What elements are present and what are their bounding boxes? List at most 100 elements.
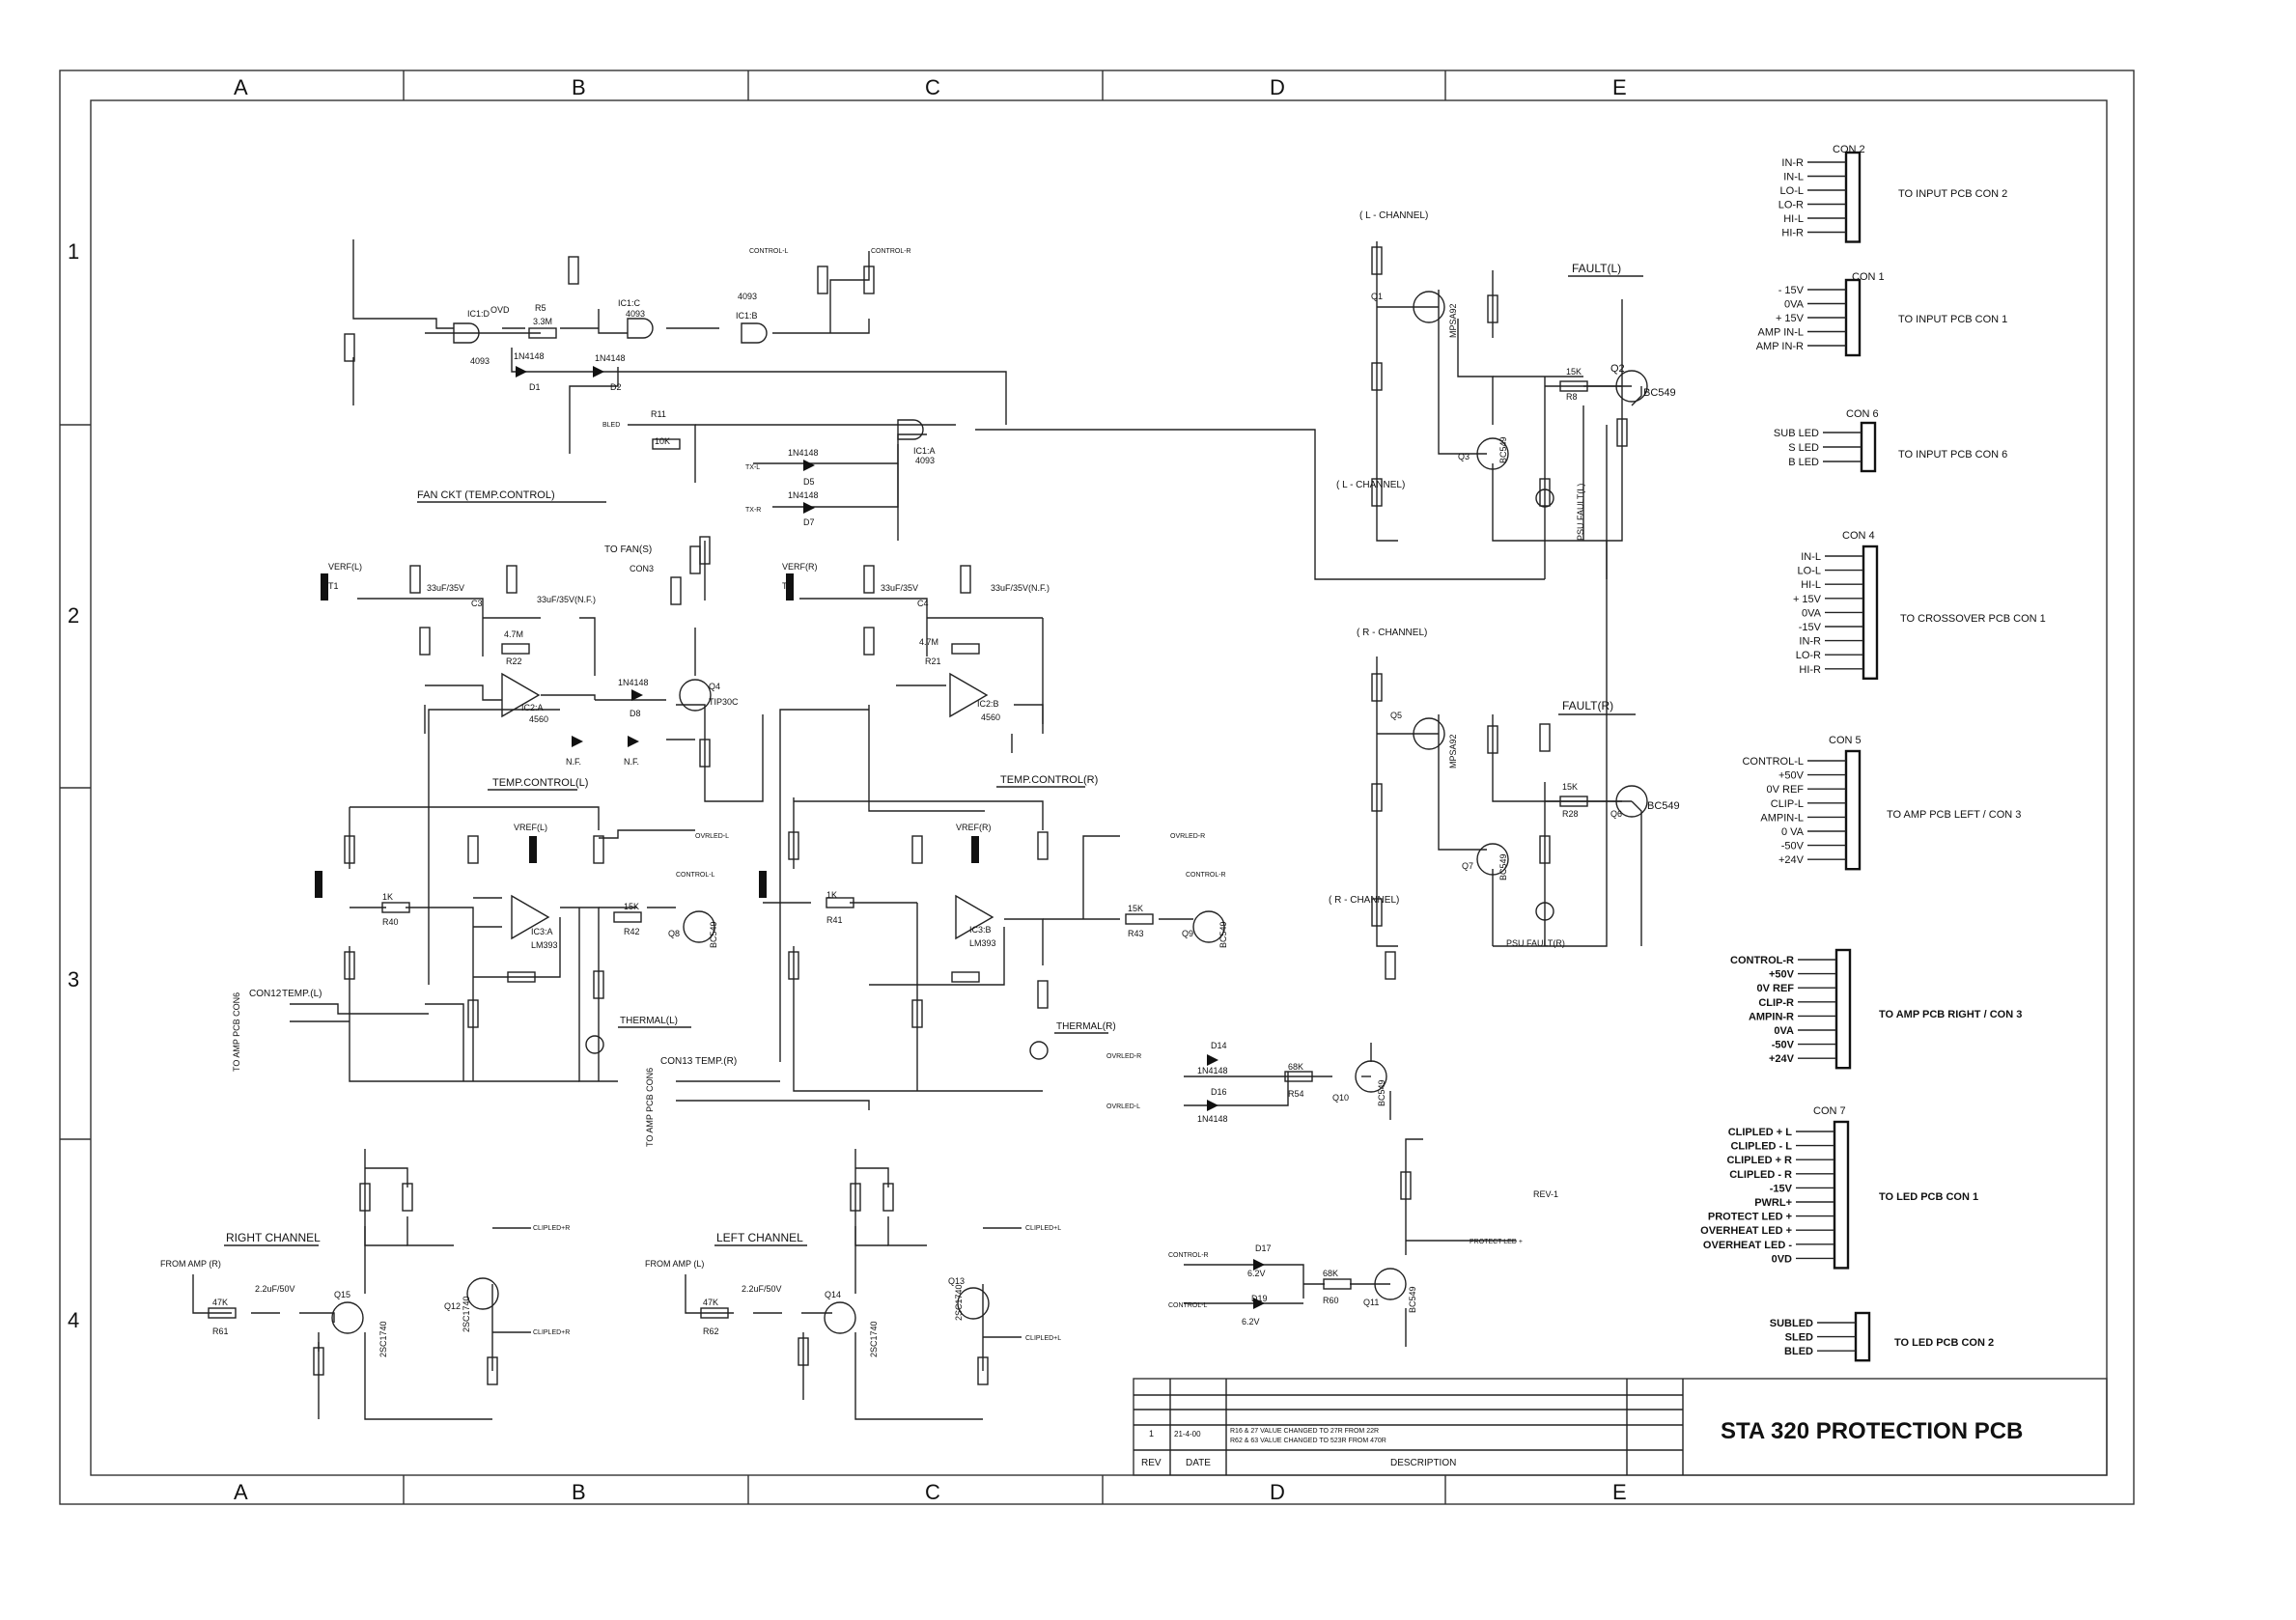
connector-destination: TO CROSSOVER PCB CON 1 [1900, 613, 2046, 625]
connector-destination: TO LED PCB CON 1 [1879, 1191, 1978, 1203]
label-vref-l: VREF(L) [514, 823, 547, 832]
label-control-r-net-q9: CONTROL-R [1186, 872, 1226, 879]
label-bled-net: BLED [602, 422, 620, 429]
connector-body [1834, 948, 1852, 1070]
connector-pin-label: 0 VA [1781, 826, 1805, 838]
label-clipled-l-bottom: CLIPLED+L [1025, 1335, 1061, 1342]
row-label-2: 2 [68, 603, 79, 628]
connector-pin-label: CLIP-L [1771, 798, 1804, 810]
connector-pin-label: LO-R [1796, 650, 1821, 661]
connector-name: CON 4 [1842, 530, 1875, 542]
connector-pin-label: AMPIN-R [1749, 1011, 1794, 1022]
connector-pin-label: IN-R [1799, 636, 1821, 648]
resistor [1037, 831, 1049, 860]
row-label-3: 3 [68, 967, 79, 992]
label-vref-r: VREF(R) [956, 823, 992, 832]
label-r8-value: 15K [1566, 367, 1582, 377]
connector-pin-label: +24V [1769, 1053, 1795, 1065]
inner-frame [90, 99, 2108, 1476]
label-c3-value: 33uF/35V [427, 583, 464, 593]
resistor [863, 627, 875, 656]
connector-pin-label: + 15V [1776, 313, 1805, 324]
label-mpsa92-q5: MPSA92 [1448, 734, 1458, 768]
resistor [1125, 913, 1154, 925]
diode [1253, 1259, 1265, 1271]
diode [572, 736, 583, 747]
label-r22: R22 [506, 656, 522, 666]
label-temp-l-connector: TEMP.(L) [282, 989, 322, 999]
resistor [1539, 723, 1551, 752]
resistor [419, 627, 431, 656]
connector-pin-label: CONTROL-L [1742, 756, 1804, 768]
connector-destination: TO LED PCB CON 2 [1894, 1337, 1994, 1349]
label-t2: T2 [782, 581, 793, 591]
label-ic1a: IC1:A [913, 446, 936, 456]
label-r42: R42 [624, 927, 640, 936]
col-label-d-top: D [1270, 75, 1285, 99]
label-thermal-r: THERMAL(R) [1056, 1021, 1116, 1032]
connector-pin-label: 0VD [1772, 1253, 1792, 1265]
label-control-r-protect: CONTROL-R [1168, 1252, 1209, 1259]
label-1n4148-d2: 1N4148 [595, 353, 626, 363]
label-q11: Q11 [1363, 1298, 1379, 1307]
connector-pin-label: - 15V [1778, 285, 1805, 296]
connector-pin-label: IN-L [1783, 172, 1804, 183]
connector-4: IN-LLO-LHI-L+ 15V0VA-15VIN-RLO-RHI-RCON … [1793, 530, 2046, 681]
resistor [700, 1307, 729, 1319]
label-r28: R28 [1562, 809, 1579, 819]
resistor [1539, 835, 1551, 864]
thermistor [529, 836, 537, 863]
label-r21: R21 [925, 656, 941, 666]
label-temp-control-r: TEMP.CONTROL(R) [1000, 774, 1098, 786]
connector-pin-label: -50V [1772, 1040, 1795, 1051]
label-q4: Q4 [709, 682, 720, 691]
resistor [593, 970, 604, 999]
connector-pin-label: HI-L [1801, 579, 1821, 591]
label-r61: R61 [212, 1327, 229, 1336]
connector-pin-label: AMP IN-L [1758, 327, 1804, 339]
nand-gate [897, 419, 924, 440]
label-tx-l-net: TX-L [745, 464, 760, 471]
resistor [951, 643, 980, 655]
label-ic1d: IC1:D [467, 309, 490, 319]
connector-pin-label: S LED [1788, 442, 1819, 454]
col-label-e-top: E [1612, 75, 1627, 99]
label-fan-circuit: FAN CKT (TEMP.CONTROL) [417, 489, 555, 501]
label-temp-control-l: TEMP.CONTROL(L) [492, 777, 588, 789]
resistor [208, 1307, 237, 1319]
label-r40-value: 1K [382, 892, 393, 902]
connector-destination: TO INPUT PCB CON 1 [1898, 314, 2007, 325]
resistor [487, 1356, 498, 1385]
connector-body [1860, 421, 1877, 473]
label-r-channel-top: ( R - CHANNEL) [1357, 628, 1427, 638]
connector-pin-label: 0V REF [1766, 784, 1804, 796]
led [1535, 902, 1554, 921]
thermistor [321, 573, 328, 601]
label-4093-a: 4093 [915, 456, 935, 465]
connector-pin-label: LO-L [1780, 185, 1804, 197]
label-clipled-r-top: CLIPLED+R [533, 1225, 570, 1232]
label-ic3a: IC3:A [531, 927, 553, 936]
label-control-l-net-q8: CONTROL-L [676, 872, 715, 879]
resistor [1616, 418, 1628, 447]
col-label-e-bottom: E [1612, 1480, 1627, 1504]
label-verf-l: VERF(L) [328, 562, 362, 572]
label-tx-r-net: TX-R [745, 507, 761, 514]
col-label-b-bottom: B [572, 1480, 586, 1504]
label-clipled-l-top: CLIPLED+L [1025, 1225, 1061, 1232]
title-col-description: DESCRIPTION [1390, 1458, 1456, 1468]
diode [803, 502, 815, 514]
connector-body [1854, 1311, 1871, 1362]
op-amp [955, 894, 994, 940]
connector-name: CON 7 [1813, 1105, 1846, 1117]
transistor [957, 1287, 990, 1320]
connector-pin-label: 0VA [1774, 1025, 1794, 1037]
nand-gate [453, 322, 480, 344]
col-label-b-top: B [572, 75, 586, 99]
resistor [506, 565, 518, 594]
label-lm393-b: LM393 [969, 938, 996, 948]
label-r11: R11 [651, 409, 666, 419]
label-left-channel: LEFT CHANNEL [716, 1231, 803, 1244]
resistor [1559, 380, 1588, 392]
